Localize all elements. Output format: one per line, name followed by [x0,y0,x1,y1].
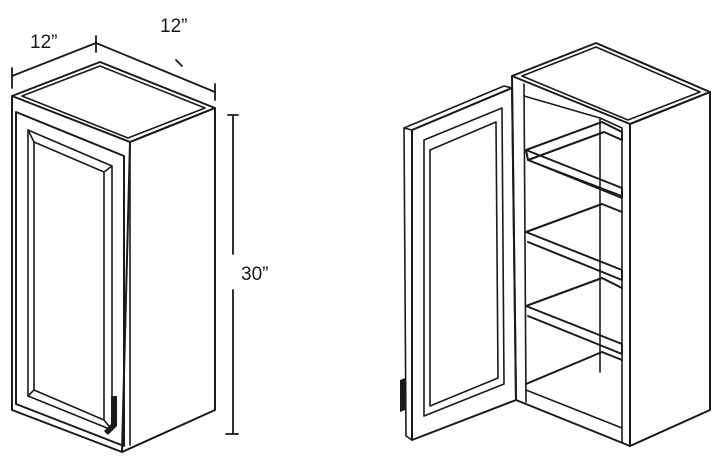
width-dimension: 12” [11,32,97,89]
open-cabinet [400,42,711,447]
open-door-panel [423,107,505,417]
cabinet-door[interactable] [15,111,125,447]
width-label: 12” [30,32,57,53]
open-door[interactable] [411,87,517,441]
shelf-1 [525,121,623,161]
height-label: 30” [241,264,268,285]
door-panel [27,129,113,431]
height-dimension: 30” [225,114,268,435]
shelf-3 [525,277,623,307]
open-cabinet-side [629,91,711,447]
cabinet-side [121,107,216,453]
cabinet-top [11,61,216,143]
depth-label: 12” [160,16,187,37]
shelf-2 [525,203,623,233]
closed-cabinet [11,61,216,453]
depth-dimension: 12” [95,16,216,101]
open-door-handle[interactable] [400,378,405,412]
cabinet-bottom [525,351,623,385]
cabinet-front [11,95,131,453]
